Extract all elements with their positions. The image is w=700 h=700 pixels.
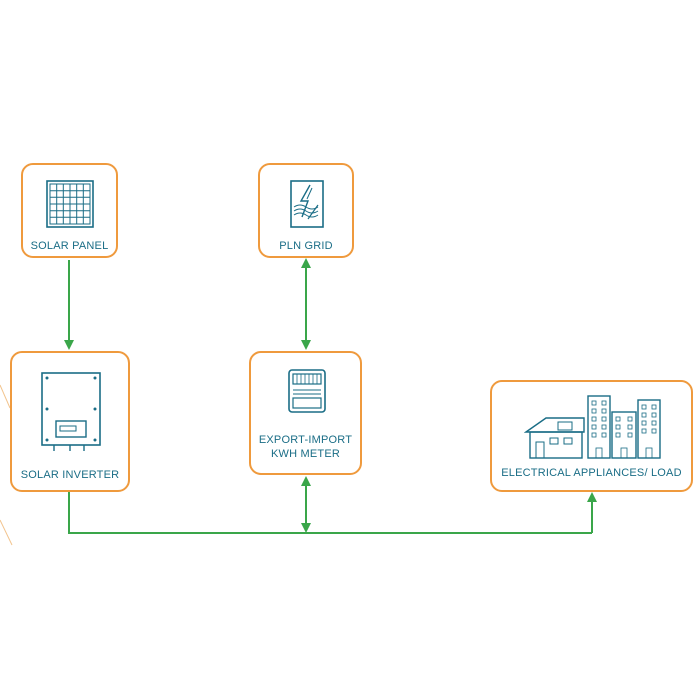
buildings-icon	[524, 392, 664, 460]
node-solar-panel: SOLAR PANEL	[21, 163, 118, 258]
inverter-icon	[40, 371, 102, 453]
pln-grid-label: PLN GRID	[279, 240, 333, 252]
kwh-meter-icon	[287, 368, 327, 414]
node-kwh-meter: EXPORT-IMPORT KWH METER	[249, 351, 362, 475]
decor-line	[0, 519, 13, 546]
connector-bus-line	[68, 492, 592, 534]
solar-panel-icon	[45, 179, 95, 229]
solar-panel-label: SOLAR PANEL	[30, 240, 109, 252]
load-label: ELECTRICAL APPLIANCES/ LOAD	[501, 467, 682, 479]
node-pln-grid: PLN GRID	[258, 163, 354, 258]
power-grid-icon	[288, 179, 326, 229]
kwh-meter-label: EXPORT-IMPORT KWH METER	[258, 434, 353, 460]
decor-line	[0, 384, 11, 409]
node-load: ELECTRICAL APPLIANCES/ LOAD	[490, 380, 693, 492]
solar-inverter-label: SOLAR INVERTER	[20, 469, 120, 481]
node-solar-inverter: SOLAR INVERTER	[10, 351, 130, 492]
